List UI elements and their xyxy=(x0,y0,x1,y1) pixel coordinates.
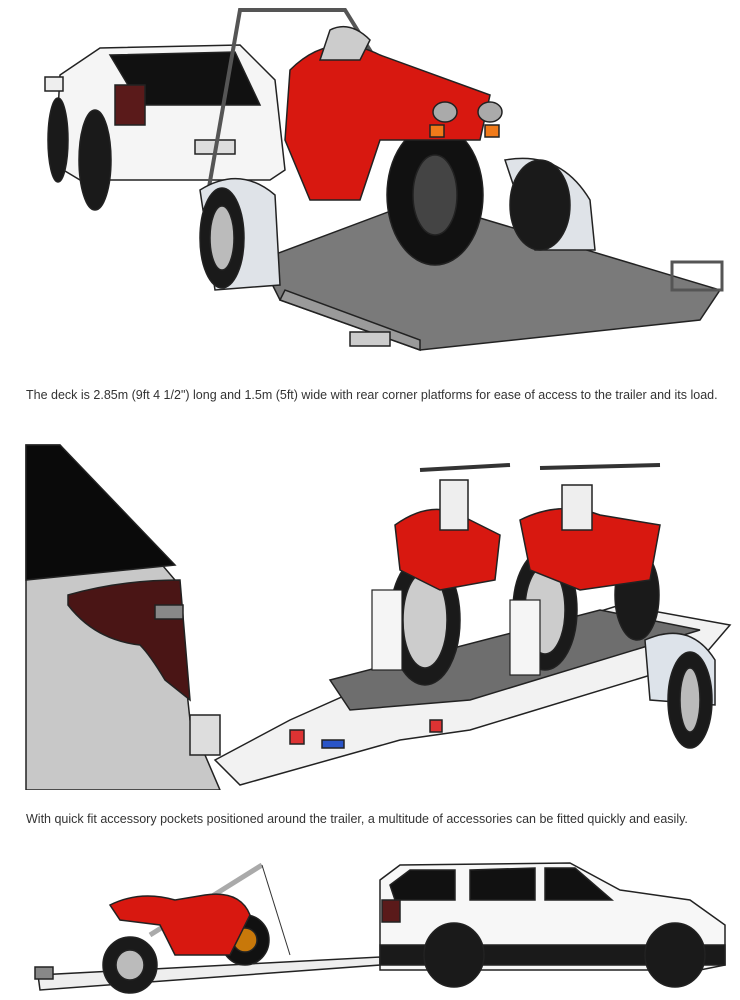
two-dirtbikes-drawing xyxy=(25,444,732,790)
trailer-deck xyxy=(258,199,724,352)
suv-rear-corner xyxy=(25,444,221,790)
two-dirtbikes-illustration xyxy=(0,440,740,790)
sport-motorcycle-side xyxy=(108,893,270,966)
accessory-pockets-caption: With quick fit accessory pockets positio… xyxy=(26,811,688,826)
towing-side-illustration xyxy=(0,845,740,1000)
suv-side xyxy=(379,862,726,988)
trailer-rear-illustration xyxy=(0,0,740,360)
wheel-chocks xyxy=(371,589,541,676)
deck-dimensions-caption: The deck is 2.85m (9ft 4 1/2") long and … xyxy=(26,387,718,402)
trailer-wheel xyxy=(644,632,716,749)
trailer-side xyxy=(34,862,381,994)
dirtbike-right xyxy=(512,463,661,671)
trailer-rear-drawing xyxy=(44,8,724,352)
trailer-wheels xyxy=(199,157,596,291)
dirtbike-left xyxy=(389,463,511,686)
sport-motorcycle xyxy=(284,25,503,266)
towing-side-drawing xyxy=(34,862,726,994)
